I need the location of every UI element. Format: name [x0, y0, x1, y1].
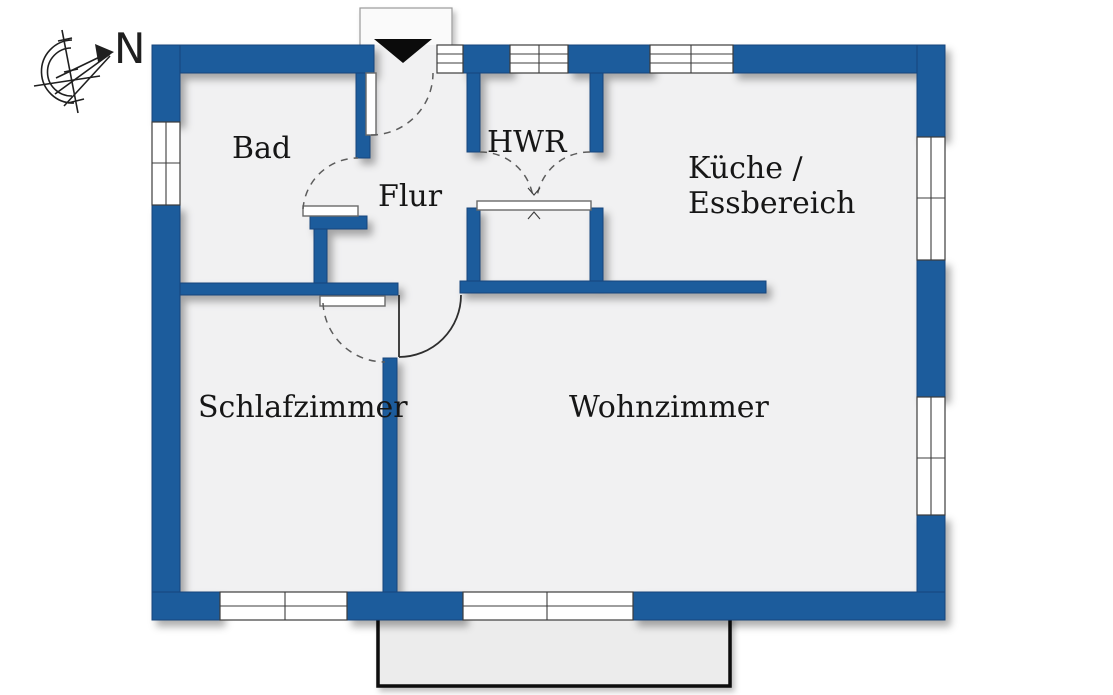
- compass-tick: [67, 98, 85, 104]
- room-label-flur: Flur: [378, 179, 443, 214]
- room-labels: Bad Flur HWR Küche / Essbereich Schlafzi…: [198, 125, 855, 425]
- compass-tick: [57, 37, 73, 42]
- terrace: [376, 614, 732, 688]
- wall-kueche-south: [459, 280, 767, 294]
- windows: [151, 44, 946, 621]
- compass-icon: N: [33, 24, 145, 114]
- compass-needle-lower: [63, 55, 111, 107]
- wall-flur-nook-horizontal: [309, 215, 368, 230]
- hwr-door-swing-arc-left: [479, 151, 534, 198]
- wall-hwr-east-lower: [589, 207, 604, 282]
- wall-bottom-right: [632, 591, 946, 621]
- window-top-hwr: [509, 44, 569, 74]
- entrance-door-leaf: [365, 72, 377, 136]
- wall-top-mid-2: [567, 44, 651, 74]
- compass-needle-middle: [54, 53, 111, 95]
- window-top-entrance-side: [436, 44, 464, 74]
- hwr-door-leaves: [476, 200, 592, 211]
- walls: [151, 44, 946, 621]
- wall-left-upper: [151, 44, 181, 123]
- window-right-kueche: [916, 136, 946, 261]
- wall-bottom-mid: [346, 591, 464, 621]
- bad-door-leaf: [302, 205, 359, 217]
- window-top-kueche: [649, 44, 734, 74]
- hwr-door-meeting-mark: [527, 187, 541, 196]
- bad-door-swing-arc: [302, 157, 359, 210]
- wall-right-middle: [916, 259, 946, 398]
- wall-hwr-east-upper: [589, 72, 604, 153]
- wall-hwr-west-upper: [466, 72, 481, 153]
- wall-schlafzimmer-east: [382, 357, 398, 593]
- schlafzimmer-door: [319, 295, 386, 363]
- window-right-wohnzimmer: [916, 396, 946, 516]
- wall-left-lower: [151, 204, 181, 621]
- window-bottom-wohnzimmer: [462, 591, 634, 621]
- entrance-marker-icon: [374, 39, 432, 63]
- entrance-door: [365, 72, 434, 136]
- compass-north-label: N: [114, 24, 145, 73]
- room-label-hwr: HWR: [487, 125, 568, 160]
- room-label-bad: Bad: [232, 131, 291, 166]
- compass-arrowhead-icon: [95, 44, 114, 62]
- bad-door: [302, 157, 359, 217]
- compass-inner-arc: [46, 47, 73, 97]
- wall-hwr-west-lower: [466, 207, 481, 282]
- terrace-slab: [376, 614, 732, 688]
- window-left-bad: [151, 121, 181, 206]
- hwr-door-meeting-mark: [527, 211, 541, 220]
- schlafzimmer-door-swing-arc: [322, 302, 386, 363]
- doors: [302, 72, 592, 363]
- wall-top-left: [151, 44, 375, 74]
- wohnzimmer-door: [398, 294, 462, 358]
- room-label-kueche-line2: Essbereich: [688, 186, 855, 221]
- room-label-wohnzimmer: Wohnzimmer: [569, 390, 770, 425]
- wall-top-mid-1: [462, 44, 511, 74]
- wall-bottom-left: [151, 591, 221, 621]
- window-bottom-schlafzimmer: [219, 591, 348, 621]
- compass-outer-arc: [40, 39, 75, 104]
- wohnzimmer-door-swing-arc: [398, 294, 462, 358]
- room-label-kueche-line1: Küche /: [688, 151, 803, 186]
- room-label-schlafzimmer: Schlafzimmer: [198, 390, 408, 425]
- wall-flur-nook-vertical: [313, 228, 328, 284]
- wall-flur-south: [179, 282, 399, 296]
- wall-right-upper: [916, 44, 946, 138]
- wall-top-right: [732, 44, 946, 74]
- schlafzimmer-door-leaf: [319, 295, 386, 307]
- floor-area: [152, 45, 945, 620]
- hwr-double-door: [476, 151, 592, 220]
